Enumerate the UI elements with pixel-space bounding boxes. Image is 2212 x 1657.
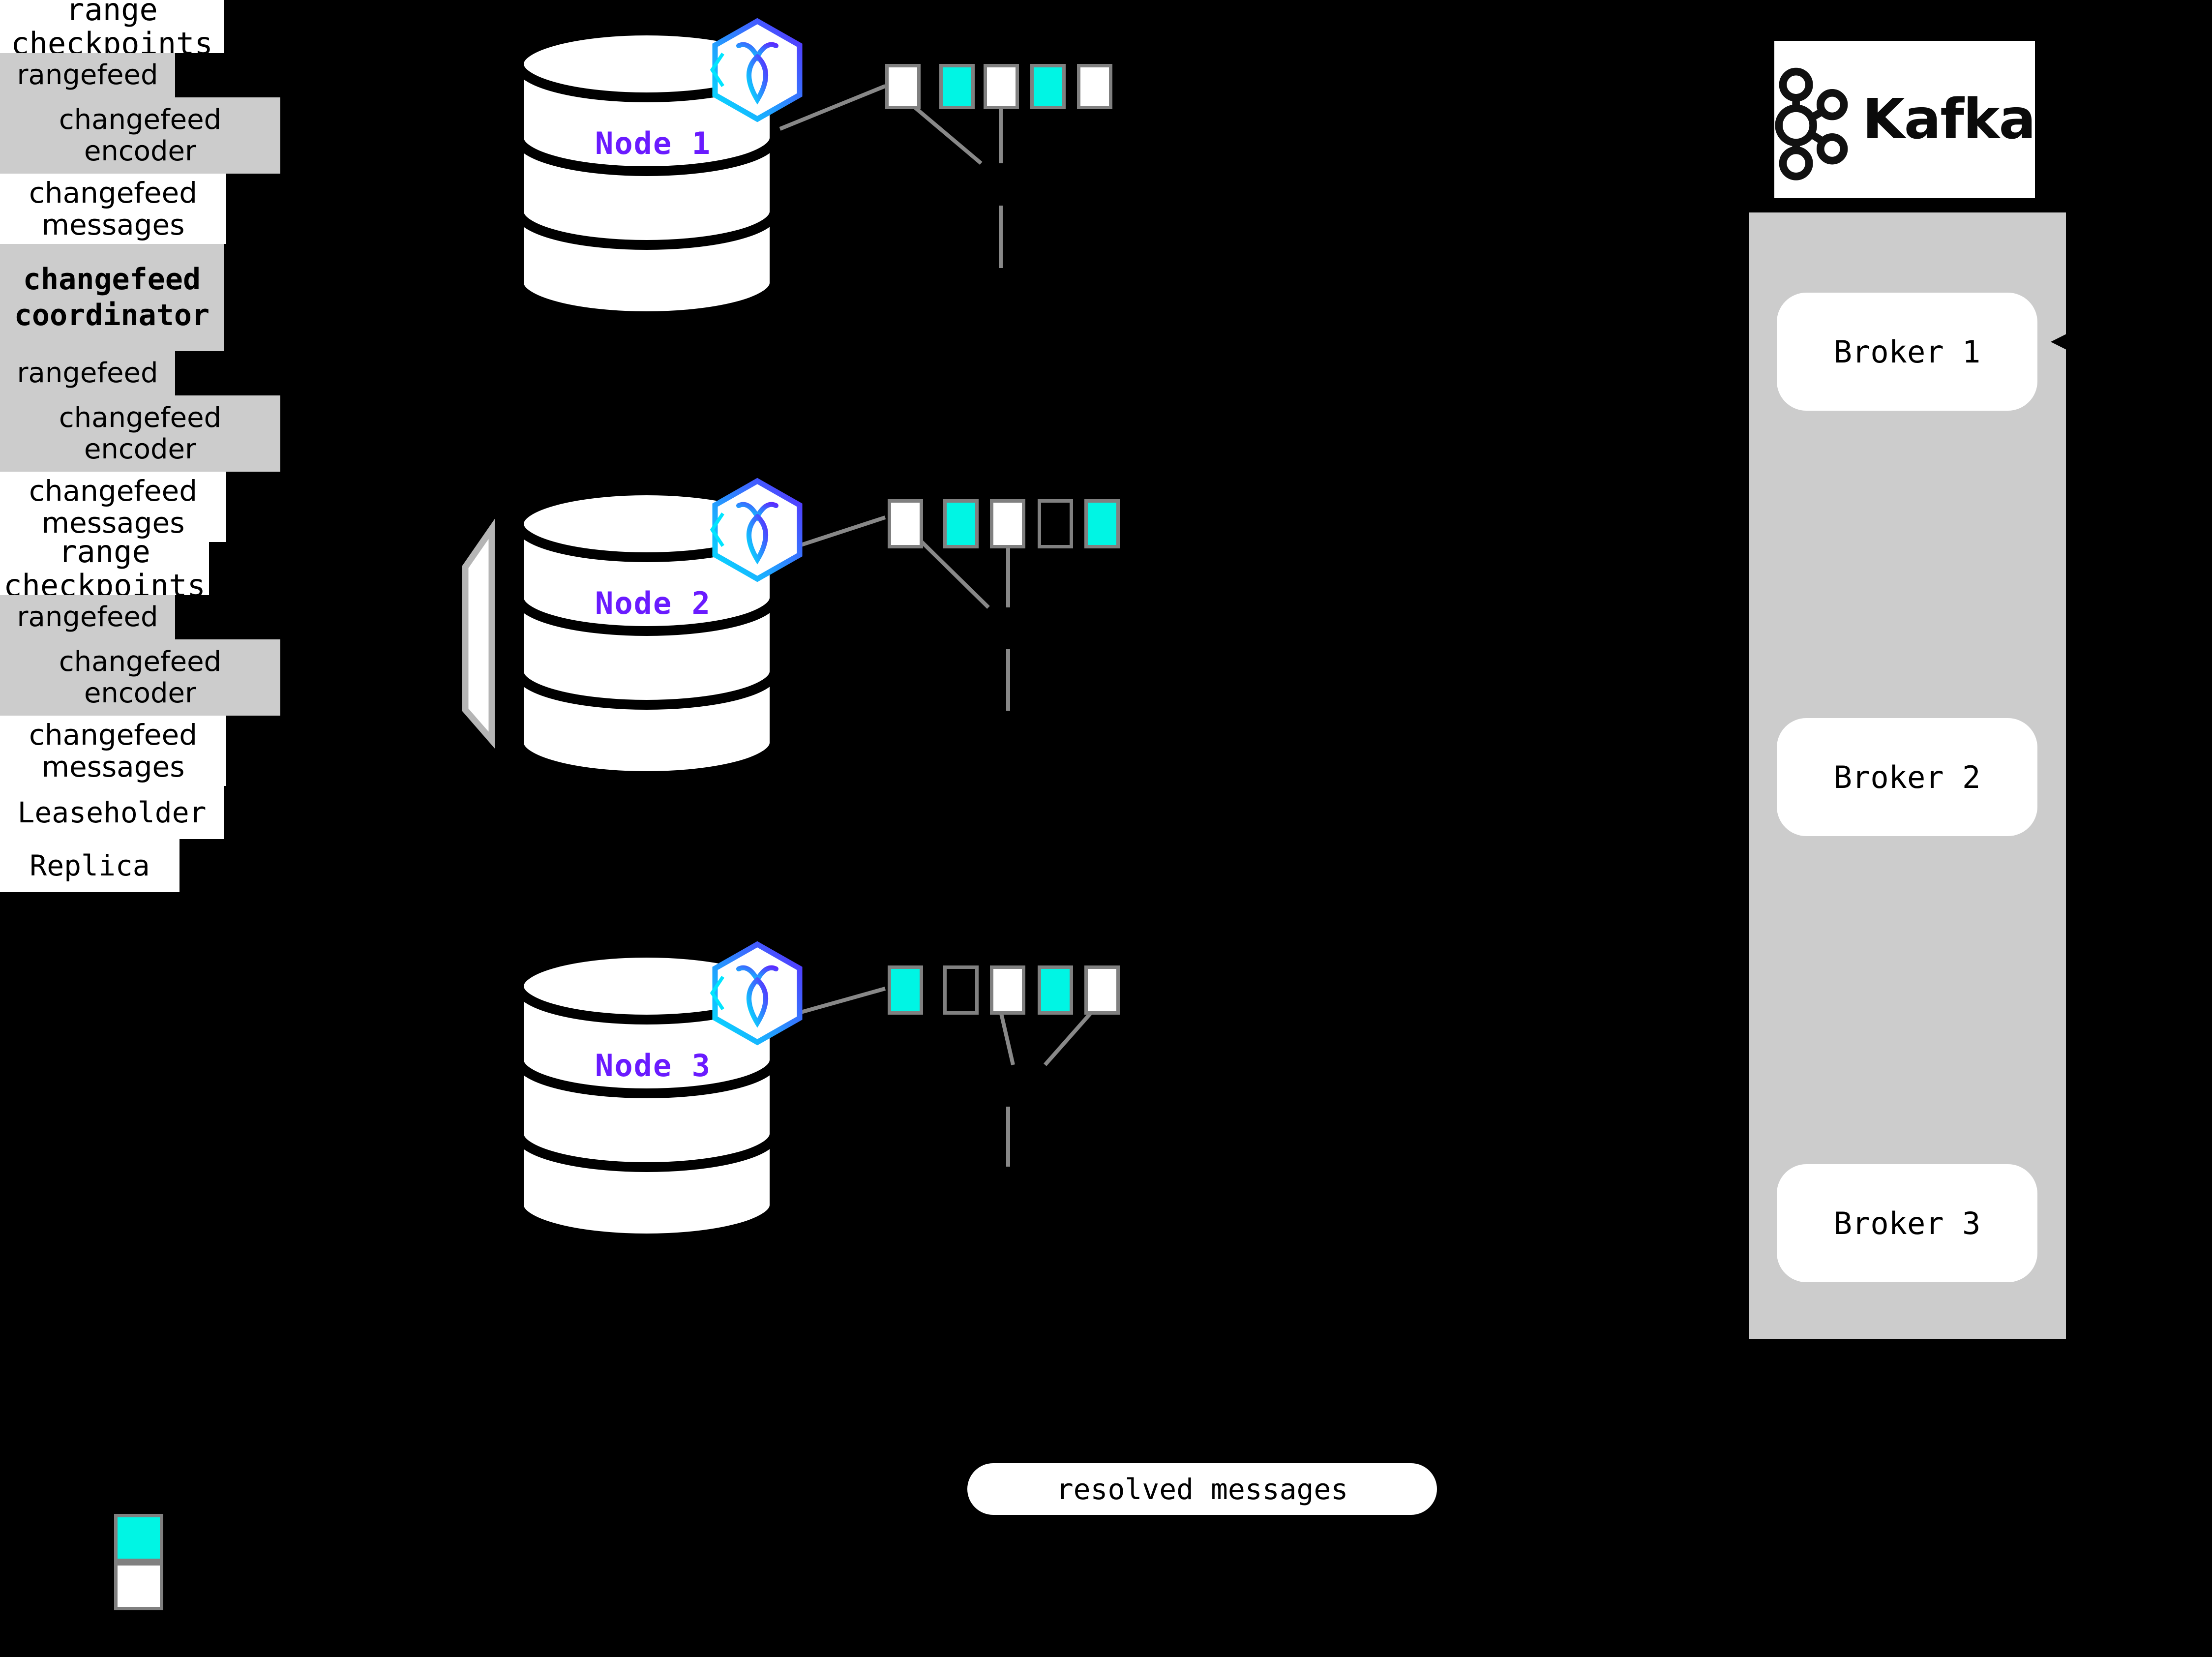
node-1-changefeed-encoder-box[interactable]: changefeed encoder [0, 97, 280, 174]
node-3-range-checkpoints-label: range checkpoints [0, 542, 209, 595]
legend-label-leaseholder: Leaseholder [0, 786, 224, 839]
range-box[interactable] [984, 64, 1019, 109]
node-3-changefeed-messages-label: changefeed messages [0, 716, 226, 786]
range-box[interactable] [939, 64, 975, 109]
kafka-broker-3[interactable]: Broker 3 [1777, 1164, 2037, 1282]
legend-swatch-leaseholder [114, 1514, 163, 1562]
range-box[interactable] [888, 965, 923, 1015]
coordinator-panel-3d [457, 509, 536, 762]
resolved-messages-pill[interactable]: resolved messages [967, 1463, 1437, 1515]
kafka-logo-icon [1775, 67, 1848, 181]
node-2-changefeed-messages-label: changefeed messages [0, 472, 226, 542]
cockroachdb-hexagon-icon [708, 940, 807, 1051]
node-1-rangefeed-box[interactable]: rangefeed [0, 53, 175, 97]
range-box[interactable] [885, 64, 921, 109]
node-3-rangefeed-box[interactable]: rangefeed [0, 595, 175, 639]
node-2-changefeed-encoder-box[interactable]: changefeed encoder [0, 395, 280, 472]
range-box[interactable] [1030, 64, 1066, 109]
changefeed-coordinator-box[interactable]: changefeed coordinator [0, 244, 224, 351]
range-box[interactable] [943, 499, 979, 548]
kafka-broker-1[interactable]: Broker 1 [1777, 293, 2037, 411]
kafka-logo-text: Kafka [1862, 88, 2036, 151]
node-2-label: Node 2 [595, 585, 711, 621]
cockroachdb-hexagon-icon [708, 17, 807, 127]
node-2-rangefeed-box[interactable]: rangefeed [0, 351, 175, 395]
node-3-label: Node 3 [595, 1048, 711, 1084]
node-2-cylinder [514, 487, 779, 782]
legend-label-replica: Replica [0, 839, 179, 892]
range-box[interactable] [943, 965, 979, 1015]
kafka-logo: Kafka [1774, 41, 2036, 198]
range-box[interactable] [1077, 64, 1112, 109]
range-box[interactable] [1038, 965, 1073, 1015]
cockroachdb-hexagon-icon [708, 477, 807, 587]
kafka-inbound-arrow-icon [2051, 332, 2070, 352]
node-1-label: Node 1 [595, 125, 711, 161]
node-1-range-checkpoints-label: range checkpoints [0, 0, 224, 53]
node-3-cylinder [514, 949, 779, 1244]
node-1-changefeed-messages-label: changefeed messages [0, 174, 226, 244]
kafka-broker-2[interactable]: Broker 2 [1777, 718, 2037, 836]
range-box[interactable] [990, 499, 1025, 548]
range-box[interactable] [888, 499, 923, 548]
node-3-changefeed-encoder-box[interactable]: changefeed encoder [0, 639, 280, 716]
node-1-cylinder [514, 27, 779, 322]
range-box[interactable] [1084, 965, 1120, 1015]
legend-swatch-replica [114, 1562, 163, 1610]
range-box[interactable] [990, 965, 1025, 1015]
range-box[interactable] [1084, 499, 1120, 548]
range-box[interactable] [1038, 499, 1073, 548]
